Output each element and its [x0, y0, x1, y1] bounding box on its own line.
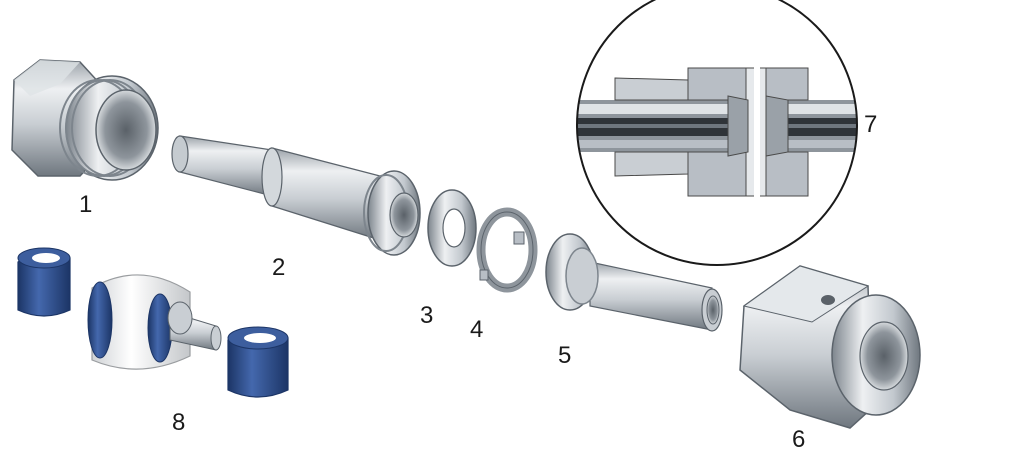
- part-3-washer: [427, 189, 477, 267]
- part-4-retaining-ring: [476, 207, 538, 293]
- part-1-body-nut: [11, 59, 159, 181]
- callout-8: 8: [172, 409, 186, 436]
- part-2-stem: [171, 135, 421, 256]
- callout-1: 1: [79, 191, 93, 218]
- blue-cap-right: [227, 326, 289, 398]
- callout-4: 4: [470, 316, 484, 343]
- white-plug: [87, 274, 222, 370]
- part-5-tube-stub: [545, 233, 723, 332]
- blue-cap-left: [17, 247, 71, 317]
- callout-2: 2: [272, 254, 286, 281]
- part-8-cap-and-plug-assembly: [17, 247, 289, 398]
- callout-7: 7: [864, 111, 878, 138]
- callout-5: 5: [558, 342, 572, 369]
- callout-6: 6: [792, 426, 806, 453]
- part-6-hex-nut: [739, 265, 921, 429]
- callout-3: 3: [420, 302, 434, 329]
- part-7-cross-section-detail: [576, 0, 858, 266]
